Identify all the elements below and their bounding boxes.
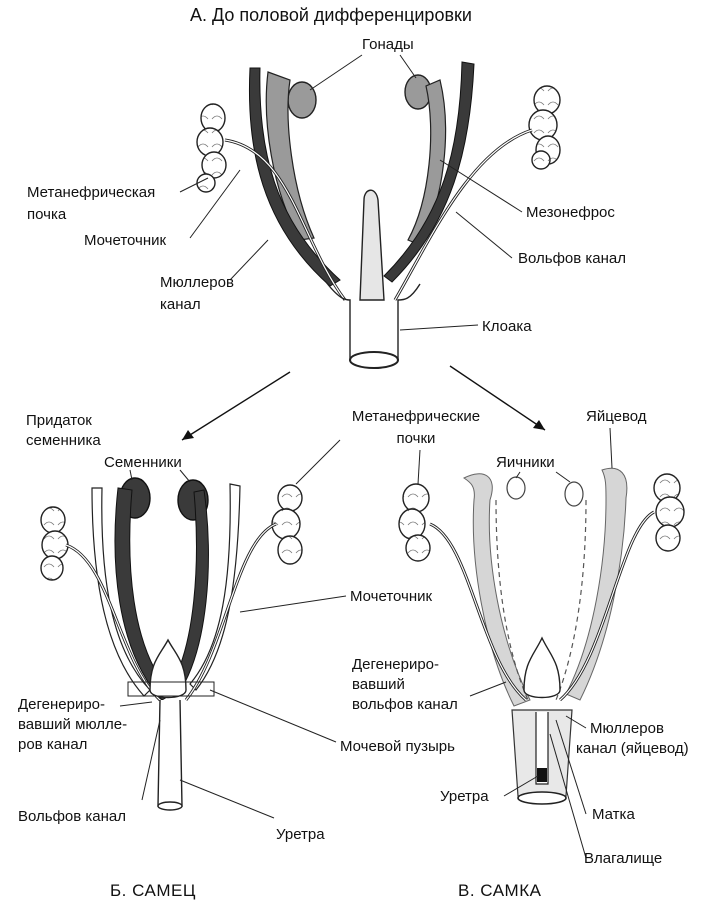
- label-degenerated-mullerian-line2: вавший мюлле-: [18, 716, 128, 733]
- panel-c-right-ovary: [564, 481, 584, 507]
- panel-b-title: Б. САМЕЦ: [110, 881, 196, 900]
- label-wolffian-duct-a: Вольфов канал: [518, 250, 627, 267]
- label-metanephric-kidneys-line1: Метанефрические: [351, 408, 481, 425]
- panel-a-left-mesonephros: [265, 71, 315, 241]
- label-epididymis-line2: семенника: [26, 432, 101, 449]
- label-urethra-c: Уретра: [440, 788, 489, 805]
- label-metanephric-kidney-line1: Метанефрическая: [27, 184, 156, 201]
- panel-a-right-kidney: [528, 85, 561, 170]
- label-testes: Семенники: [104, 454, 182, 471]
- label-ovaries: Яичники: [496, 454, 555, 471]
- label-ureter-a: Мочеточник: [84, 232, 167, 249]
- label-epididymis-line1: Придаток: [26, 412, 92, 429]
- panel-b-urethra: [157, 699, 183, 807]
- label-degenerated-wolffian-line2: вавший: [352, 676, 405, 693]
- panel-c-left-ovary: [506, 476, 526, 500]
- label-mullerian-duct-line2: канал: [160, 296, 201, 313]
- panel-a-cloaca: [349, 351, 399, 369]
- panel-c-left-kidney: [398, 483, 431, 562]
- label-bladder: Мочевой пузырь: [340, 738, 455, 755]
- label-uterus: Матка: [592, 806, 635, 823]
- panel-c-vagina: [517, 791, 567, 805]
- label-degenerated-wolffian-line1: Дегенериро-: [352, 656, 440, 673]
- panel-c-urethra: [535, 712, 549, 785]
- panel-b-bladder: [149, 638, 187, 699]
- label-degenerated-mullerian-line1: Дегенериро-: [18, 696, 106, 713]
- panel-a-title: А. До половой дифференцировки: [190, 5, 472, 25]
- label-mullerian-c-line1: Мюллеров: [590, 720, 664, 737]
- panel-c-title: В. САМКА: [458, 881, 542, 900]
- label-gonads: Гонады: [362, 36, 414, 53]
- panel-c-drawing: [398, 427, 685, 859]
- panel-a-left-kidney: [196, 103, 227, 193]
- label-oviduct: Яйцевод: [586, 408, 647, 425]
- label-cloaca: Клоака: [482, 318, 532, 335]
- panel-a-drawing: [179, 54, 561, 441]
- panel-b-left-kidney: [40, 506, 69, 581]
- label-vagina: Влагалище: [584, 850, 663, 867]
- panel-b-drawing: [40, 439, 347, 819]
- label-mullerian-duct-line1: Мюллеров: [160, 274, 234, 291]
- panel-a-allantois: [359, 189, 385, 301]
- label-mullerian-c-line2: канал (яйцевод): [576, 740, 689, 757]
- label-metanephric-kidneys-line2: почки: [396, 430, 436, 447]
- panel-c-bladder: [523, 636, 561, 699]
- label-urethra-b: Уретра: [276, 826, 325, 843]
- panel-a-left-gonad: [287, 81, 317, 119]
- label-ureter-shared: Мочеточник: [350, 588, 433, 605]
- label-metanephric-kidney-line2: почка: [27, 206, 67, 223]
- panel-b-right-kidney: [271, 484, 303, 565]
- label-wolffian-duct-b: Вольфов канал: [18, 808, 127, 825]
- label-degenerated-mullerian-line3: ров канал: [18, 736, 88, 753]
- label-mesonephros: Мезонефрос: [526, 204, 615, 221]
- panel-c-right-kidney: [653, 473, 685, 552]
- label-degenerated-wolffian-line3: вольфов канал: [352, 696, 458, 713]
